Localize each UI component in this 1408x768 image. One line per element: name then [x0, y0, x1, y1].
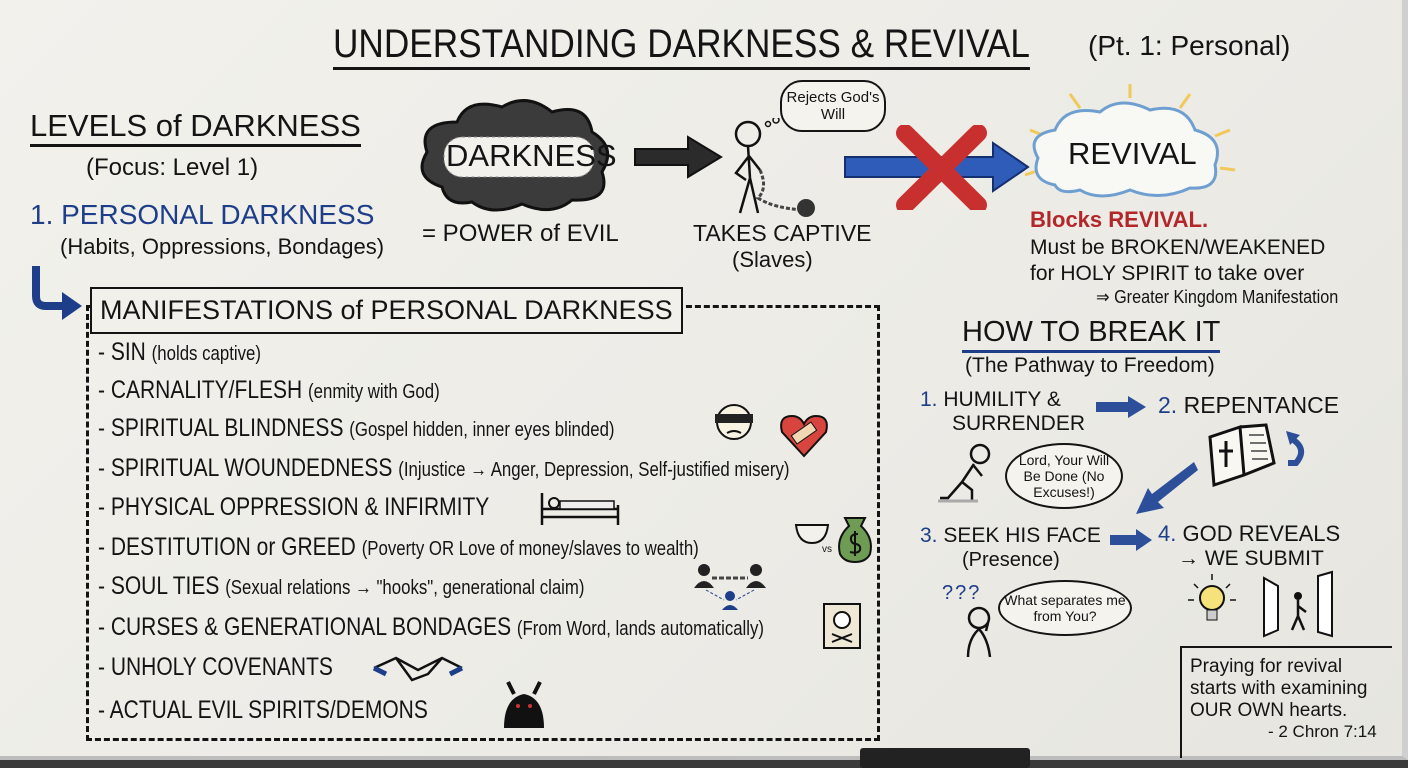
step-3-sub: (Presence) — [962, 549, 1060, 571]
darkness-cloud-icon — [420, 99, 610, 212]
manifestation-item: - UNHOLY COVENANTS — [98, 653, 333, 681]
manifestation-item: - SPIRITUAL BLINDNESS (Gospel hidden, in… — [98, 414, 615, 442]
levels-focus: (Focus: Level 1) — [86, 154, 259, 181]
holy-spirit-text: for HOLY SPIRIT to take over — [1030, 262, 1305, 285]
darkness-caption: = POWER of EVIL — [422, 220, 619, 247]
captive-sub: (Slaves) — [732, 247, 813, 272]
marker-tray — [860, 748, 1030, 768]
quote-box: Praying for revival starts with examinin… — [1180, 646, 1392, 758]
quote-reference: - 2 Chron 7:14 — [1268, 721, 1377, 741]
arrow-right-icon — [1096, 396, 1146, 418]
page-title: UNDERSTANDING DARKNESS & REVIVAL — [333, 24, 1030, 70]
handshake-icon — [372, 656, 464, 682]
must-be-broken-text: Must be BROKEN/WEAKENED — [1030, 236, 1326, 259]
lightbulb-and-door-icon — [1188, 570, 1333, 638]
quote-line: OUR OWN hearts. — [1190, 699, 1348, 721]
bent-arrow-icon — [32, 266, 82, 320]
step-3-title: 3. SEEK HIS FACE — [920, 524, 1101, 547]
bible-icon — [1208, 423, 1305, 488]
kneeling-figure-icon — [938, 443, 991, 503]
demon-icon — [504, 681, 544, 728]
arrow-right-icon — [1110, 529, 1152, 551]
money-bag-icon — [838, 517, 872, 564]
quote-line: Praying for revival — [1190, 656, 1343, 677]
quote-line: starts with examining — [1190, 677, 1368, 699]
manifestation-item: - PHYSICAL OPPRESSION & INFIRMITY — [98, 493, 490, 521]
sickbed-icon — [540, 493, 620, 525]
step-3-speech-bubble: What separates me from You? — [998, 580, 1132, 636]
break-heading: HOW TO BREAK IT — [962, 318, 1221, 353]
captive-label: TAKES CAPTIVE — [693, 220, 872, 246]
levels-heading: LEVELS of DARKNESS — [30, 110, 361, 147]
manifestation-item: - SPIRITUAL WOUNDEDNESS (Injustice → Ang… — [98, 454, 790, 482]
bandaged-heart-icon — [780, 414, 828, 458]
page-subtitle: (Pt. 1: Personal) — [1088, 30, 1291, 61]
captive-thought-bubble: Rejects God's Will — [780, 80, 886, 132]
manifestation-item: - DESTITUTION or GREED (Poverty OR Love … — [98, 533, 699, 561]
blocked-arrow-icon — [844, 125, 1030, 210]
step-1-title-line2: SURRENDER — [952, 412, 1086, 435]
step-1-speech-bubble: Lord, Your Will Be Done (No Excuses!) — [1005, 443, 1123, 509]
manifestation-item: - SOUL TIES (Sexual relations → "hooks",… — [98, 572, 585, 600]
level-1-detail: (Habits, Oppressions, Bondages) — [60, 234, 385, 259]
step-2-title: 2. REPENTANCE — [1158, 392, 1340, 418]
darkness-label: DARKNESS — [446, 138, 617, 173]
chained-stick-figure-icon — [734, 118, 815, 217]
revival-label: REVIVAL — [1068, 136, 1197, 171]
blocks-revival-text: Blocks REVIVAL. — [1030, 207, 1209, 232]
revival-cloud-icon — [1024, 84, 1236, 198]
step-1-title: 1. HUMILITY & — [920, 388, 1061, 411]
arrow-down-left-icon — [1136, 462, 1198, 514]
step-4-title: 4. GOD REVEALS — [1158, 521, 1341, 546]
vs-label: vs — [822, 544, 832, 555]
manifestation-item: - ACTUAL EVIL SPIRITS/DEMONS — [98, 696, 428, 724]
blindfold-face-icon — [715, 404, 753, 440]
manifestations-heading: MANIFESTATIONS of PERSONAL DARKNESS — [90, 287, 683, 334]
thinking-figure-icon — [966, 606, 992, 658]
empty-bowl-icon — [794, 524, 830, 545]
break-subheading: (The Pathway to Freedom) — [965, 354, 1215, 377]
manifestation-item: - CARNALITY/FLESH (enmity with God) — [98, 376, 440, 404]
greater-kingdom-text: ⇒ Greater Kingdom Manifestation — [1096, 287, 1339, 307]
step-4-sub: → WE SUBMIT — [1178, 547, 1324, 570]
manifestation-item: - SIN (holds captive) — [98, 338, 261, 366]
manifestation-item: - CURSES & GENERATIONAL BONDAGES (From W… — [98, 613, 765, 641]
arrow-right-icon — [634, 135, 723, 179]
question-marks: ??? — [942, 582, 982, 604]
skull-scroll-icon — [823, 603, 861, 649]
chained-people-icon — [694, 564, 766, 610]
level-1-title: 1. PERSONAL DARKNESS — [30, 199, 375, 230]
